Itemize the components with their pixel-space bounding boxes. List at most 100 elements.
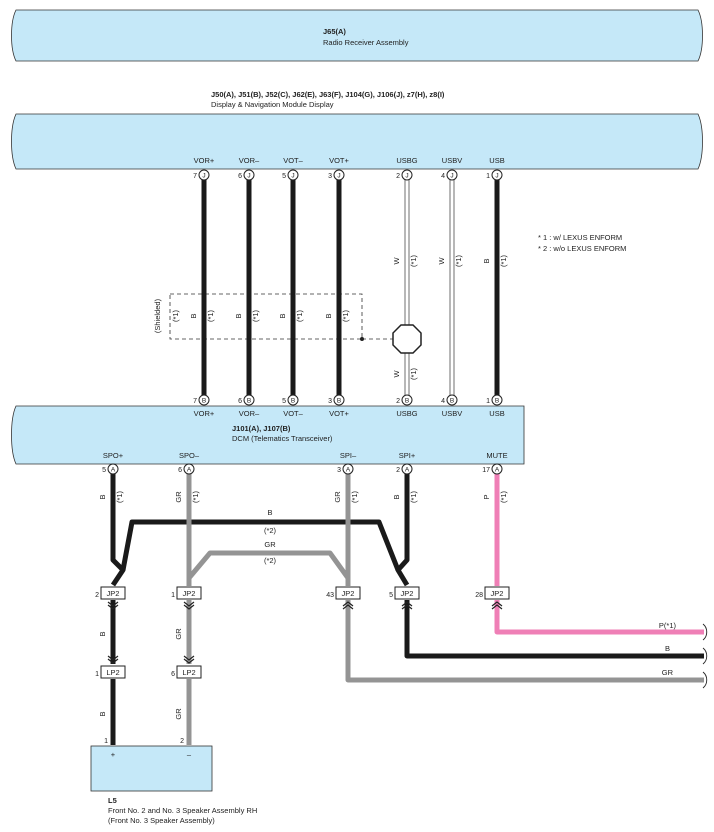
connector-pin-circle[interactable] <box>287 394 299 406</box>
wire-note-label: (*1) <box>115 490 124 503</box>
wire-color-label: B <box>234 313 243 318</box>
upper-wire-labels: B (*1) B (*1) B (*1) B (*1) W (*1) W (*1… <box>189 254 508 380</box>
connector-letter: J <box>247 173 250 180</box>
dcm-pin-label: MUTE <box>486 451 507 460</box>
connector-letter: B <box>337 398 341 405</box>
speaker-pin-number: 1 <box>104 738 108 745</box>
pin-number: 2 <box>396 398 400 405</box>
connector-pin-circle[interactable] <box>401 394 413 406</box>
radio-receiver-name: Radio Receiver Assembly <box>323 38 409 47</box>
dcm-bottom-pin-labels: SPO+ SPO– SPI– SPI+ MUTE <box>103 451 508 460</box>
pin-number: 4 <box>441 173 445 180</box>
speaker-pin-number: 2 <box>180 738 184 745</box>
chevron-down-icon <box>107 601 119 610</box>
wire-exit-black[interactable] <box>404 600 704 659</box>
jp2-connector-box[interactable] <box>176 586 202 600</box>
wire-color-label: P <box>482 494 491 499</box>
connector-pin-circle[interactable] <box>333 394 345 406</box>
pin-number: 6 <box>171 671 175 678</box>
pin-number: 5 <box>102 467 106 474</box>
wire-spo-plus[interactable] <box>110 473 126 587</box>
wire-spi-plus[interactable] <box>395 473 410 587</box>
wire-color-label: B <box>482 258 491 263</box>
connector-letter: A <box>346 467 351 474</box>
connector-pin-circle[interactable] <box>491 169 503 181</box>
wire-note-label: (*1) <box>454 254 463 267</box>
connector-pin-circle[interactable] <box>333 169 345 181</box>
connector-letter: J <box>202 173 205 180</box>
connector-pin-circle[interactable] <box>243 169 255 181</box>
wire-note-label: (*1) <box>206 309 215 322</box>
connector-letter: J <box>450 173 453 180</box>
display-navigation-module[interactable] <box>11 113 703 170</box>
wire-exit-pink[interactable] <box>494 600 704 635</box>
speaker-code: L5 <box>108 796 117 805</box>
connector-pin-circle[interactable] <box>491 394 503 406</box>
wire-note-label: (*1) <box>350 490 359 503</box>
wire-note-label: (*1) <box>499 490 508 503</box>
wire-crossover-black[interactable] <box>120 519 401 571</box>
wire-note-label: (*1) <box>409 490 418 503</box>
jp2-connector-box[interactable] <box>100 586 126 600</box>
connector-letter: B <box>450 398 454 405</box>
jp2-connector-box[interactable] <box>484 586 510 600</box>
connector-pin-circle[interactable] <box>491 463 503 475</box>
wire-color-label: B <box>98 494 107 499</box>
connector-pin-circle[interactable] <box>287 169 299 181</box>
connector-pin-circle[interactable] <box>401 169 413 181</box>
speaker-assembly-box[interactable] <box>90 745 213 792</box>
dcm-pin-label: VOT+ <box>329 409 349 418</box>
dcm-module-name: DCM (Telematics Transceiver) <box>232 434 333 443</box>
chevron-down-icon <box>107 655 119 664</box>
connector-pin-circle[interactable] <box>198 394 210 406</box>
exit-wire-label: P(*1) <box>659 621 677 630</box>
lp2-connector-name: LP2 <box>182 668 195 677</box>
dcm-top-pin-labels: VOR+ VOR– VOT– VOT+ USBG USBV USB <box>194 409 505 418</box>
connector-pin-circle[interactable] <box>446 394 458 406</box>
radio-receiver-code: J65(A) <box>323 27 346 36</box>
jp2-connector-box[interactable] <box>394 586 420 600</box>
radio-receiver-module[interactable] <box>11 9 703 62</box>
shielded-label: (Shielded) <box>153 298 162 333</box>
jp2-connector-box[interactable] <box>335 586 361 600</box>
pin-number: 1 <box>486 398 490 405</box>
jp2-connector-name: JP2 <box>183 589 196 598</box>
dcm-telematics-module[interactable] <box>11 405 525 465</box>
connector-pin-circle[interactable] <box>342 463 354 475</box>
connector-pin-circle[interactable] <box>107 463 119 475</box>
connector-pin-circle[interactable] <box>446 169 458 181</box>
wire-crossover-gray[interactable] <box>187 550 351 580</box>
pin-number: 1 <box>171 592 175 599</box>
pin-number: 3 <box>328 173 332 180</box>
wire-note-label: (*1) <box>191 490 200 503</box>
pin-number: 2 <box>396 467 400 474</box>
dcm-pin-label: SPI+ <box>399 451 416 460</box>
wire-exit-gray[interactable] <box>345 600 704 683</box>
jp2-connector-name: JP2 <box>401 589 414 598</box>
upper-wires <box>201 176 500 398</box>
shield-splice-octagon[interactable] <box>392 324 422 354</box>
wire-color-label: B <box>324 313 333 318</box>
jp2-connector-name: JP2 <box>342 589 355 598</box>
connector-letter: B <box>247 398 251 405</box>
display-module-name: Display & Navigation Module Display <box>211 100 334 109</box>
connector-letter: B <box>291 398 295 405</box>
wire-color-label: GR <box>174 628 183 640</box>
wire-note-label: (*1) <box>409 367 418 380</box>
connector-pin-circle[interactable] <box>183 463 195 475</box>
connector-letter: A <box>187 467 192 474</box>
pin-number: 1 <box>95 671 99 678</box>
connector-pin-circle[interactable] <box>401 463 413 475</box>
display-pin-label: USB <box>489 156 504 165</box>
connector-pin-circle[interactable] <box>243 394 255 406</box>
connector-pin-circle[interactable] <box>198 169 210 181</box>
connector-letter: B <box>405 398 409 405</box>
lp2-connector-box[interactable] <box>176 665 202 679</box>
wire-color-label: B <box>278 313 287 318</box>
jp2-connectors: 2 JP2 1 JP2 43 JP2 5 JP2 28 JP2 <box>95 586 510 610</box>
lp2-connector-box[interactable] <box>100 665 126 679</box>
dcm-pin-label: SPO+ <box>103 451 124 460</box>
pin-number: 6 <box>178 467 182 474</box>
dcm-pin-label: USBG <box>396 409 417 418</box>
chevron-down-icon <box>183 655 195 664</box>
